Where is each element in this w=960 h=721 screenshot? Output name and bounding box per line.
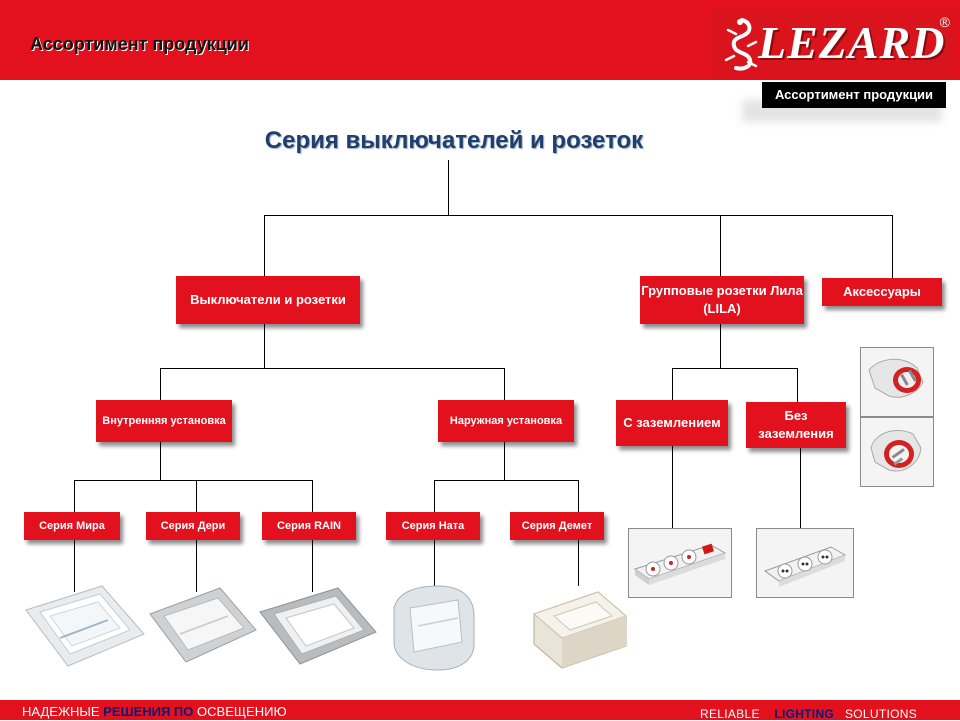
wall-switch-icon: [393, 585, 475, 671]
section-tag: Ассортимент продукции: [762, 82, 946, 108]
node-series-demet: Серия Демет: [510, 512, 604, 540]
node-series-mira: Серия Мира: [24, 512, 120, 540]
wall-switch-icon: [533, 591, 627, 669]
page-title: Ассортимент продукции: [30, 34, 249, 54]
gecko-logo-icon: [724, 18, 758, 71]
wall-switch-icon: [149, 587, 257, 663]
node-grounded: С заземлением: [616, 400, 728, 446]
diagram-title: Серия выключателей и розеток: [264, 127, 644, 154]
schuko-plug-icon: [870, 430, 922, 472]
footer-word-accent: LIGHTING: [774, 707, 835, 721]
registered-mark: ®: [939, 14, 950, 30]
node-outdoor-installation: Наружная установка: [438, 400, 574, 442]
node-series-rain: Серия RAIN: [262, 512, 356, 540]
footer-word-accent: РЕШЕНИЯ ПО: [103, 704, 194, 719]
power-strip-ungrounded-photo: [756, 528, 854, 598]
node-switches-and-sockets: Выключатели и розетки: [176, 276, 360, 324]
power-strip-icon: [633, 543, 727, 585]
footer-slogan-en: RELIABLE LIGHTING SOLUTIONS: [700, 707, 917, 721]
schuko-plug-icon: [868, 358, 924, 398]
footer-band: [0, 700, 960, 720]
node-accessories: Аксессуары: [822, 278, 942, 306]
plug-photo: [860, 347, 934, 417]
wall-switch-icon: [25, 585, 145, 667]
brand-logo: LEZARD ®: [712, 10, 956, 76]
footer-word: RELIABLE: [700, 707, 760, 721]
power-strip-grounded-photo: [628, 528, 732, 598]
node-series-deri: Серия Дери: [146, 512, 240, 540]
footer-word: НАДЕЖНЫЕ: [22, 704, 100, 719]
footer-word: SOLUTIONS: [844, 707, 917, 721]
wall-switch-icon: [259, 587, 377, 665]
footer-slogan-ru: НАДЕЖНЫЕ РЕШЕНИЯ ПО ОСВЕЩЕНИЮ: [22, 704, 287, 719]
node-ungrounded: Без заземления: [746, 402, 846, 448]
footer-word: ОСВЕЩЕНИЮ: [197, 704, 287, 719]
node-series-nata: Серия Ната: [386, 512, 480, 540]
node-indoor-installation: Внутренняя установка: [96, 400, 232, 442]
node-group-sockets-lila: Групповые розетки Лила (LILA): [640, 276, 804, 324]
plug-photo: [860, 417, 934, 487]
logo-text: LEZARD: [758, 17, 946, 68]
power-strip-icon: [763, 546, 847, 587]
